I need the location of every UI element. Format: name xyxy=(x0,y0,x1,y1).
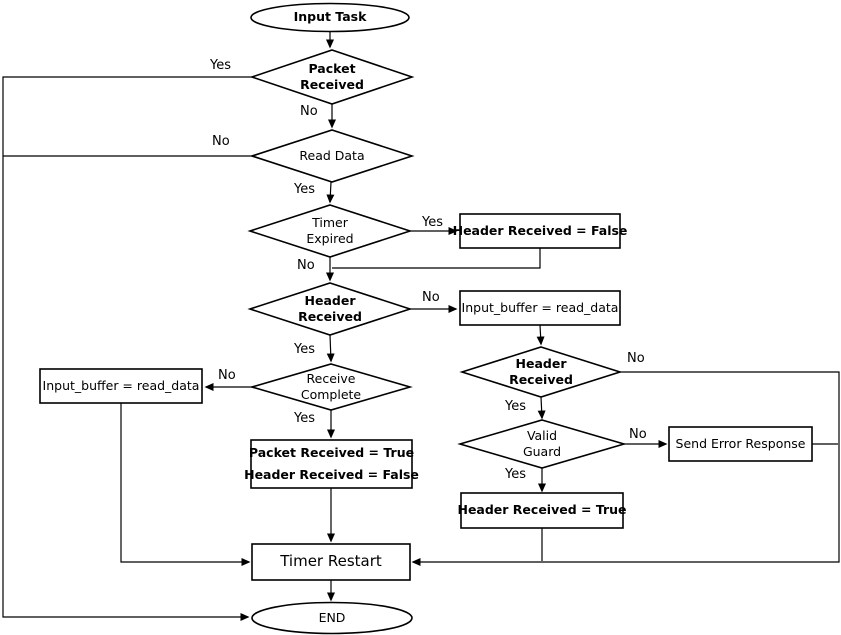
input-task-line: Input Task xyxy=(293,9,367,25)
timer-restart-label: Timer Restart xyxy=(252,544,410,580)
timer-restart-box xyxy=(251,543,411,581)
valid-guard-label: Valid Guard xyxy=(492,420,592,468)
timer-expired-line-1: Timer xyxy=(312,214,348,230)
input-buffer-right-box xyxy=(459,290,621,326)
packet-received-line-2: Received xyxy=(300,77,364,92)
timer-expired-line-2: Expired xyxy=(306,231,354,246)
edge-headerreceived2-yes-to-validguard xyxy=(537,396,546,420)
header-received-1-diamond xyxy=(247,282,413,336)
edge-label-read-data-yes: Yes xyxy=(294,182,315,197)
send-error-response-box xyxy=(668,426,813,462)
packet-true-line: Packet Received = True xyxy=(248,445,415,461)
header-received-2-diamond xyxy=(459,346,623,398)
input-buffer-left-line: Input_buffer = read_data xyxy=(42,377,200,393)
valid-guard-line-2: Guard xyxy=(522,444,562,459)
timer-expired-diamond xyxy=(247,204,413,258)
header-received-false-line: Header Received = False xyxy=(452,222,628,238)
edge-inputbufferleft-to-timerrestart xyxy=(120,403,251,566)
edge-headerreceived2-no-to-timerrestart xyxy=(411,371,840,566)
edge-label-header-received1-yes: Yes xyxy=(294,342,315,357)
header-false-line: Header Received = False xyxy=(244,467,419,482)
header-received-true-box xyxy=(460,492,624,529)
end-label: END xyxy=(252,603,412,633)
edge-label-packet-received-yes: Yes xyxy=(210,58,231,73)
receive-complete-label: Receive Complete xyxy=(281,364,381,410)
header-received-1-line-1: Header xyxy=(304,292,356,308)
packet-received-diamond xyxy=(249,49,415,105)
header-received-1-label: Header Received xyxy=(280,283,380,335)
timer-restart-line: Timer Restart xyxy=(280,552,382,571)
edge-label-valid-guard-yes: Yes xyxy=(505,467,526,482)
input-buffer-left-label: Input_buffer = read_data xyxy=(40,369,202,403)
send-error-response-line: Send Error Response xyxy=(675,435,806,451)
input-buffer-right-label: Input_buffer = read_data xyxy=(460,291,620,325)
input-task-oval xyxy=(250,2,410,33)
header-received-false-label: Header Received = False xyxy=(453,214,628,248)
edge-inputbufferright-to-headerreceived2 xyxy=(536,324,545,346)
receive-complete-diamond xyxy=(249,363,413,411)
input-buffer-left-box xyxy=(39,368,203,404)
end-oval xyxy=(251,601,413,635)
read-data-label: Read Data xyxy=(272,143,392,169)
packet-true-header-false-label: Packet Received = True Header Received =… xyxy=(244,440,419,488)
header-received-2-label: Header Received xyxy=(491,347,591,397)
valid-guard-line-1: Valid xyxy=(526,427,558,443)
edge-packetreceived-yes-to-end xyxy=(2,76,252,621)
header-received-2-line-2: Received xyxy=(509,372,573,387)
edge-label-header-received1-no: No xyxy=(422,290,440,305)
edge-label-valid-guard-no: No xyxy=(629,427,647,442)
edge-label-read-data-no: No xyxy=(212,134,230,149)
header-received-2-line-1: Header xyxy=(515,355,567,371)
read-data-line: Read Data xyxy=(299,147,365,163)
header-received-true-label: Header Received = True xyxy=(457,493,626,528)
read-data-diamond xyxy=(249,129,415,183)
edge-label-packet-received-no: No xyxy=(300,104,318,119)
edge-label-receive-complete-yes: Yes xyxy=(294,411,315,426)
edge-headerreceived1-yes-to-receivecomplete xyxy=(326,334,335,363)
header-received-true-line: Header Received = True xyxy=(457,502,627,518)
packet-true-header-false-box xyxy=(250,439,413,489)
packet-received-line-1: Packet xyxy=(308,60,356,76)
edge-label-timer-expired-yes: Yes xyxy=(422,215,443,230)
header-received-1-line-2: Received xyxy=(298,309,362,324)
timer-expired-label: Timer Expired xyxy=(280,205,380,257)
edge-headerreceivedfalse-join xyxy=(332,248,541,269)
valid-guard-diamond xyxy=(457,419,627,469)
input-task-label: Input Task xyxy=(250,3,410,32)
header-received-false-box xyxy=(459,213,621,249)
edge-readdata-yes-to-timerexpired xyxy=(326,181,335,204)
edge-label-receive-complete-no: No xyxy=(218,368,236,383)
send-error-response-label: Send Error Response xyxy=(669,427,812,461)
packet-received-label: Packet Received xyxy=(282,51,382,103)
end-line: END xyxy=(318,609,346,625)
edge-label-timer-expired-no: No xyxy=(297,258,315,273)
receive-complete-line-1: Receive xyxy=(306,370,356,386)
edge-label-header-received2-yes: Yes xyxy=(505,399,526,414)
input-buffer-right-line: Input_buffer = read_data xyxy=(461,299,619,315)
receive-complete-line-2: Complete xyxy=(300,387,362,402)
edge-label-header-received2-no: No xyxy=(627,351,645,366)
